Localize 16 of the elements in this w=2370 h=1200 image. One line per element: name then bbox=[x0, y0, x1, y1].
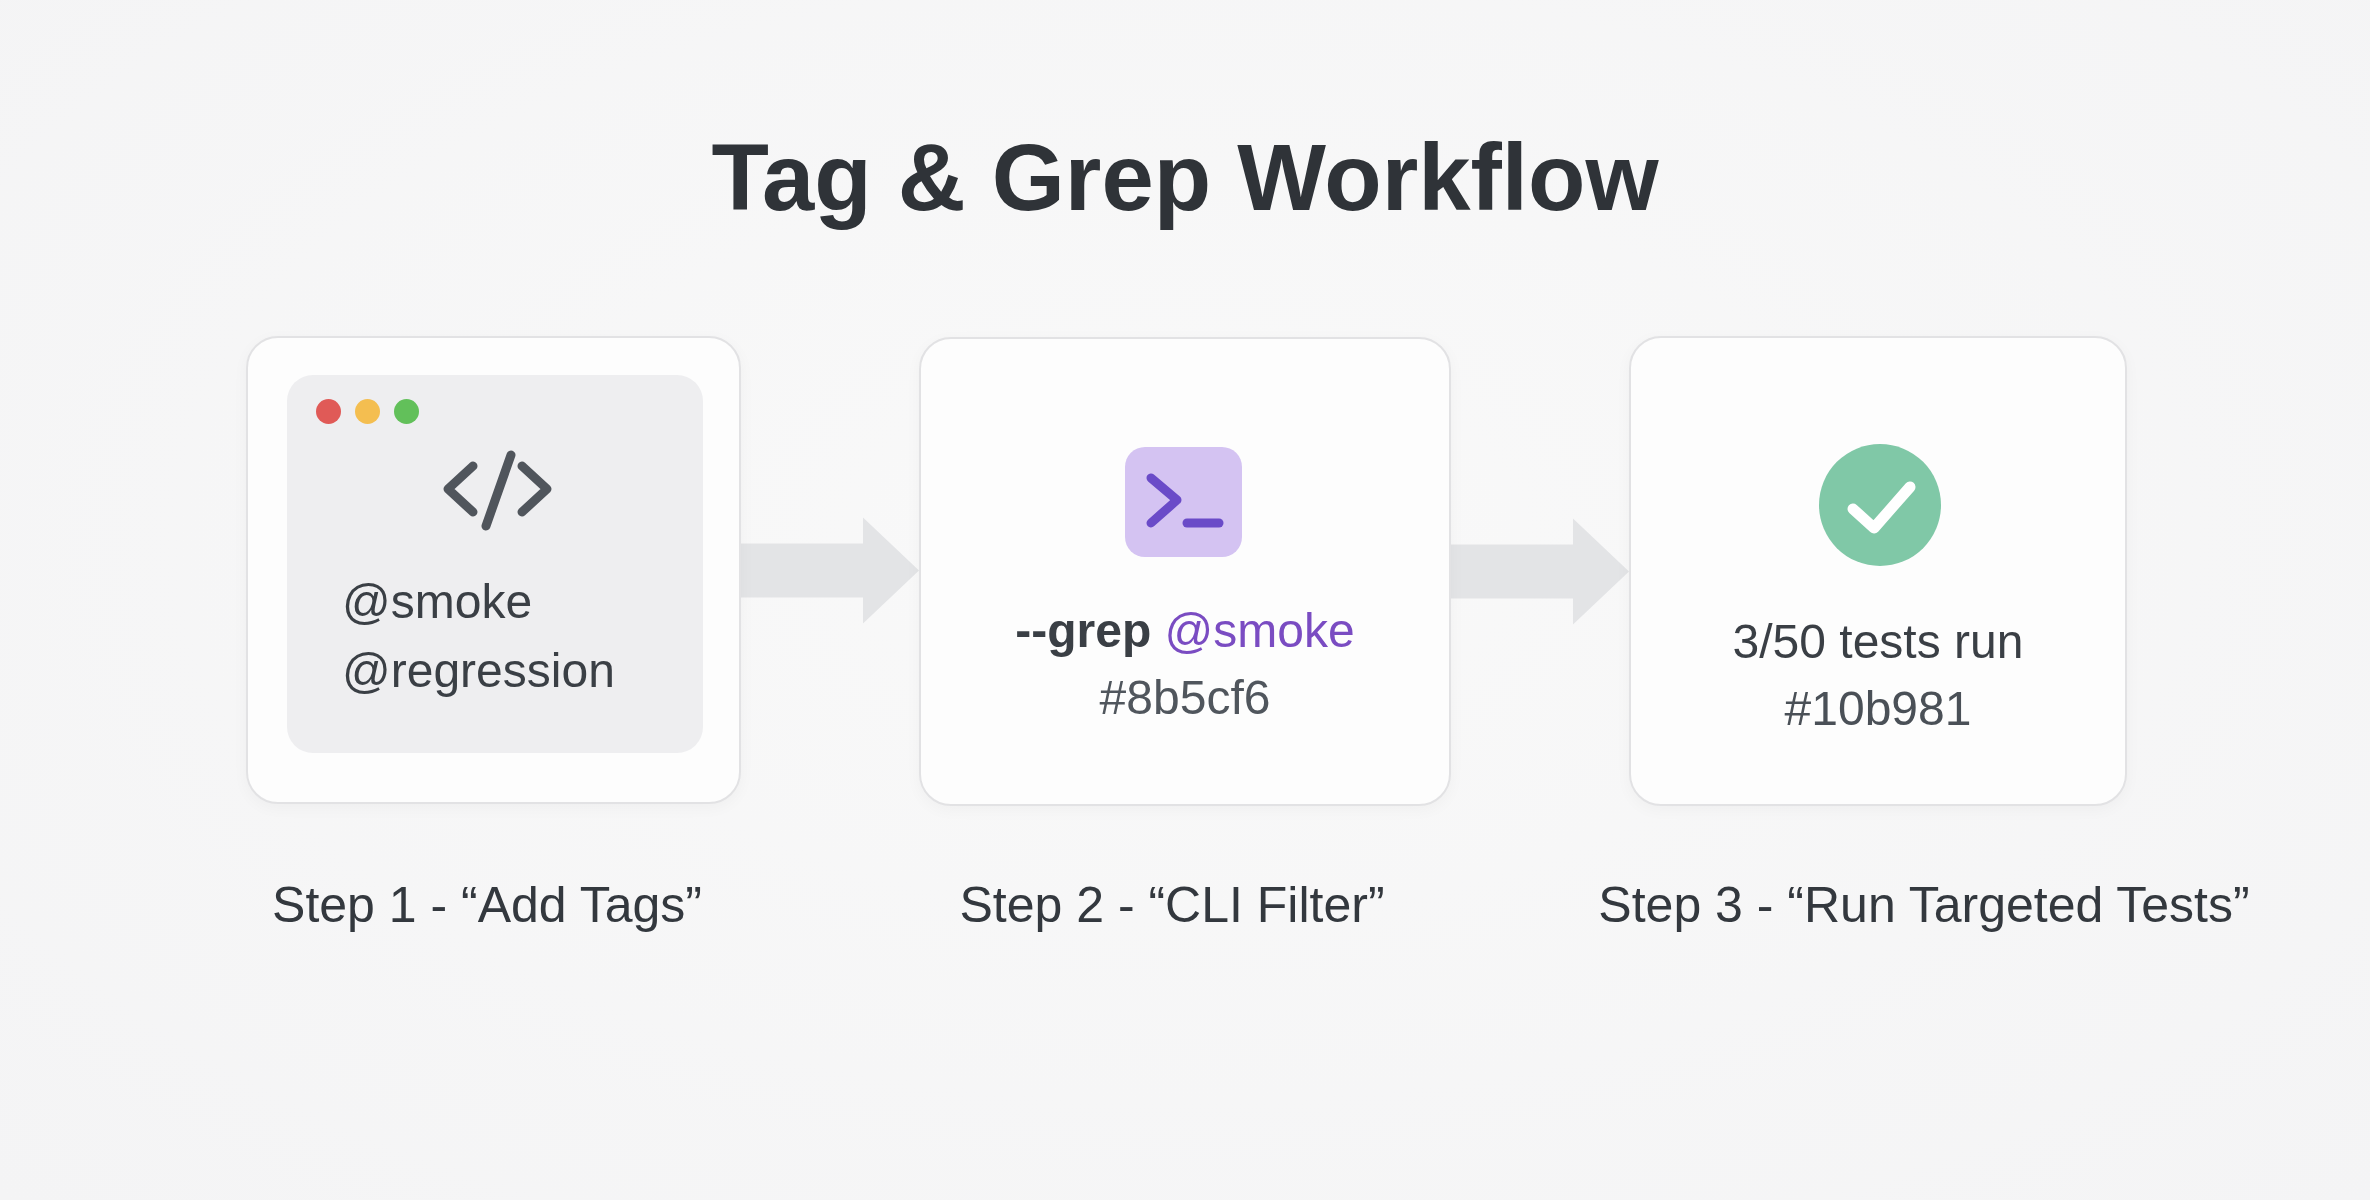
result-text: 3/50 tests run bbox=[1732, 614, 2024, 670]
step-card bbox=[919, 337, 1451, 806]
step-caption: Step 3 - “Run Targeted Tests” bbox=[1598, 877, 2250, 935]
step-caption: Step 1 - “Add Tags” bbox=[272, 877, 702, 935]
step-caption: Step 2 - “CLI Filter” bbox=[959, 877, 1385, 935]
command-text: --grep @smoke bbox=[1015, 603, 1355, 659]
step-card bbox=[246, 336, 741, 804]
diagram-title: Tag & Grep Workflow bbox=[711, 126, 1659, 230]
arrow bbox=[741, 517, 919, 624]
color-code-text: #8b5cf6 bbox=[1099, 670, 1271, 726]
code-window-panel bbox=[287, 375, 703, 753]
color-code-text: #10b981 bbox=[1784, 681, 1972, 737]
step-card bbox=[1629, 336, 2127, 806]
tag-text: @smoke bbox=[342, 574, 533, 630]
tag-text: @regression bbox=[342, 643, 615, 699]
arrow bbox=[1451, 518, 1629, 625]
